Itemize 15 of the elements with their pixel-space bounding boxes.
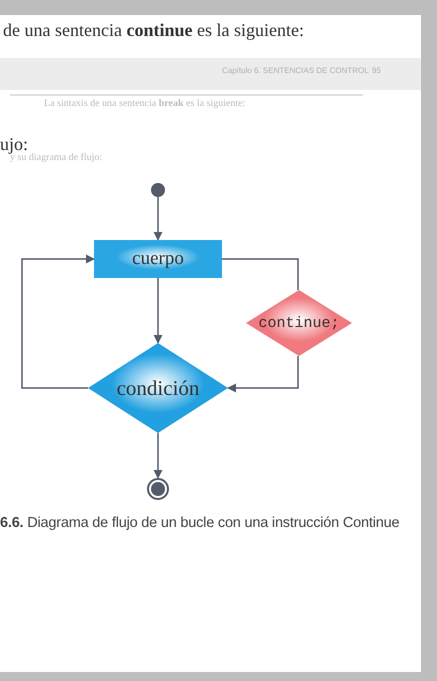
- arrow: [154, 278, 162, 344]
- node-label: continue;: [258, 314, 340, 332]
- text: ujo:: [0, 134, 28, 155]
- arrow: [154, 197, 162, 241]
- text: La sintaxis de una sentencia break es la siguiente:: [44, 98, 246, 109]
- arrow: [21, 254, 95, 389]
- text: de una sentencia continue es la siguiente:: [3, 20, 304, 41]
- figure-caption: 6.6. Diagrama de flujo de un bucle con una instrucción Continue: [0, 515, 400, 531]
- page-number: 95: [372, 66, 381, 75]
- arrow: [154, 433, 162, 479]
- node-label: condición: [116, 376, 200, 400]
- arrow: [227, 356, 299, 392]
- node-label: cuerpo: [132, 248, 184, 270]
- text: y su diagrama de flujo:: [10, 152, 102, 163]
- text: Capítulo 6. SENTENCIAS DE CONTROL: [222, 66, 369, 75]
